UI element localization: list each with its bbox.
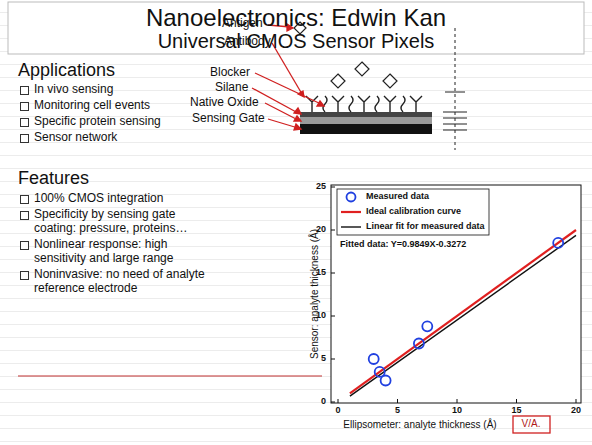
axis-title: Sensor: analyte thickness (Å) — [309, 229, 321, 359]
bullet-text: In vivo sensing — [34, 83, 113, 97]
title-panel — [8, 2, 584, 54]
bullet-box — [20, 86, 29, 95]
section-heading: Applications — [18, 60, 115, 81]
section-heading: Features — [18, 168, 89, 189]
legend-text: Linear fit for measured data — [366, 221, 485, 231]
tick-label: 15 — [511, 405, 521, 415]
slide-title: Nanoelectronics: Edwin Kan — [146, 4, 446, 32]
bullet-box — [20, 241, 29, 250]
divider-line — [18, 375, 322, 376]
tick-label: 0 — [335, 405, 340, 415]
slide-subtitle: Universal CMOS Sensor Pixels — [158, 30, 435, 53]
tick-label: 0 — [321, 396, 326, 406]
part-name: Antibody — [224, 35, 271, 49]
legend-text: Measured data — [366, 191, 429, 201]
scatter-chart — [331, 185, 581, 433]
bullet-box — [20, 134, 29, 143]
bullet-text: 100% CMOS integration — [34, 192, 163, 206]
part-name: Sensing Gate — [192, 112, 265, 126]
bullet-box — [20, 118, 29, 127]
part-name: Antigen — [222, 17, 263, 31]
legend-sample — [347, 193, 356, 202]
bullet-text: Specific protein sensing — [34, 115, 161, 129]
tick-label: 20 — [571, 405, 581, 415]
bullet-box — [20, 195, 29, 204]
tick-label: 5 — [395, 405, 400, 415]
legend-sample — [341, 226, 361, 227]
bullet-box — [20, 271, 29, 280]
bullet-text: Nonlinear response: high sensitivity and… — [34, 238, 214, 266]
bullet-text: Noninvasive: no need of analyte referenc… — [34, 268, 249, 296]
bullet-box — [20, 211, 29, 220]
tick-label: 10 — [452, 405, 462, 415]
part-name: Silane — [215, 81, 248, 95]
tick-label: 5 — [321, 353, 326, 363]
bullet-text: Specificity by sensing gate coating: pre… — [34, 208, 214, 236]
axis-title: Ellipsometer: analyte thickness (Å) — [343, 419, 496, 431]
part-name: Native Oxide — [190, 96, 259, 110]
fit-equation: Fitted data: Y=0.9849X-0.3272 — [340, 239, 466, 249]
legend-sample — [341, 211, 361, 213]
bullet-text: Sensor network — [34, 131, 117, 145]
part-name: Blocker — [210, 66, 250, 80]
bullet-text: Monitoring cell events — [34, 99, 150, 113]
bullet-box — [20, 102, 29, 111]
annotation: V/A. — [522, 418, 541, 430]
legend-text: Ideal calibration curve — [366, 206, 461, 216]
tick-label: 25 — [316, 181, 326, 191]
